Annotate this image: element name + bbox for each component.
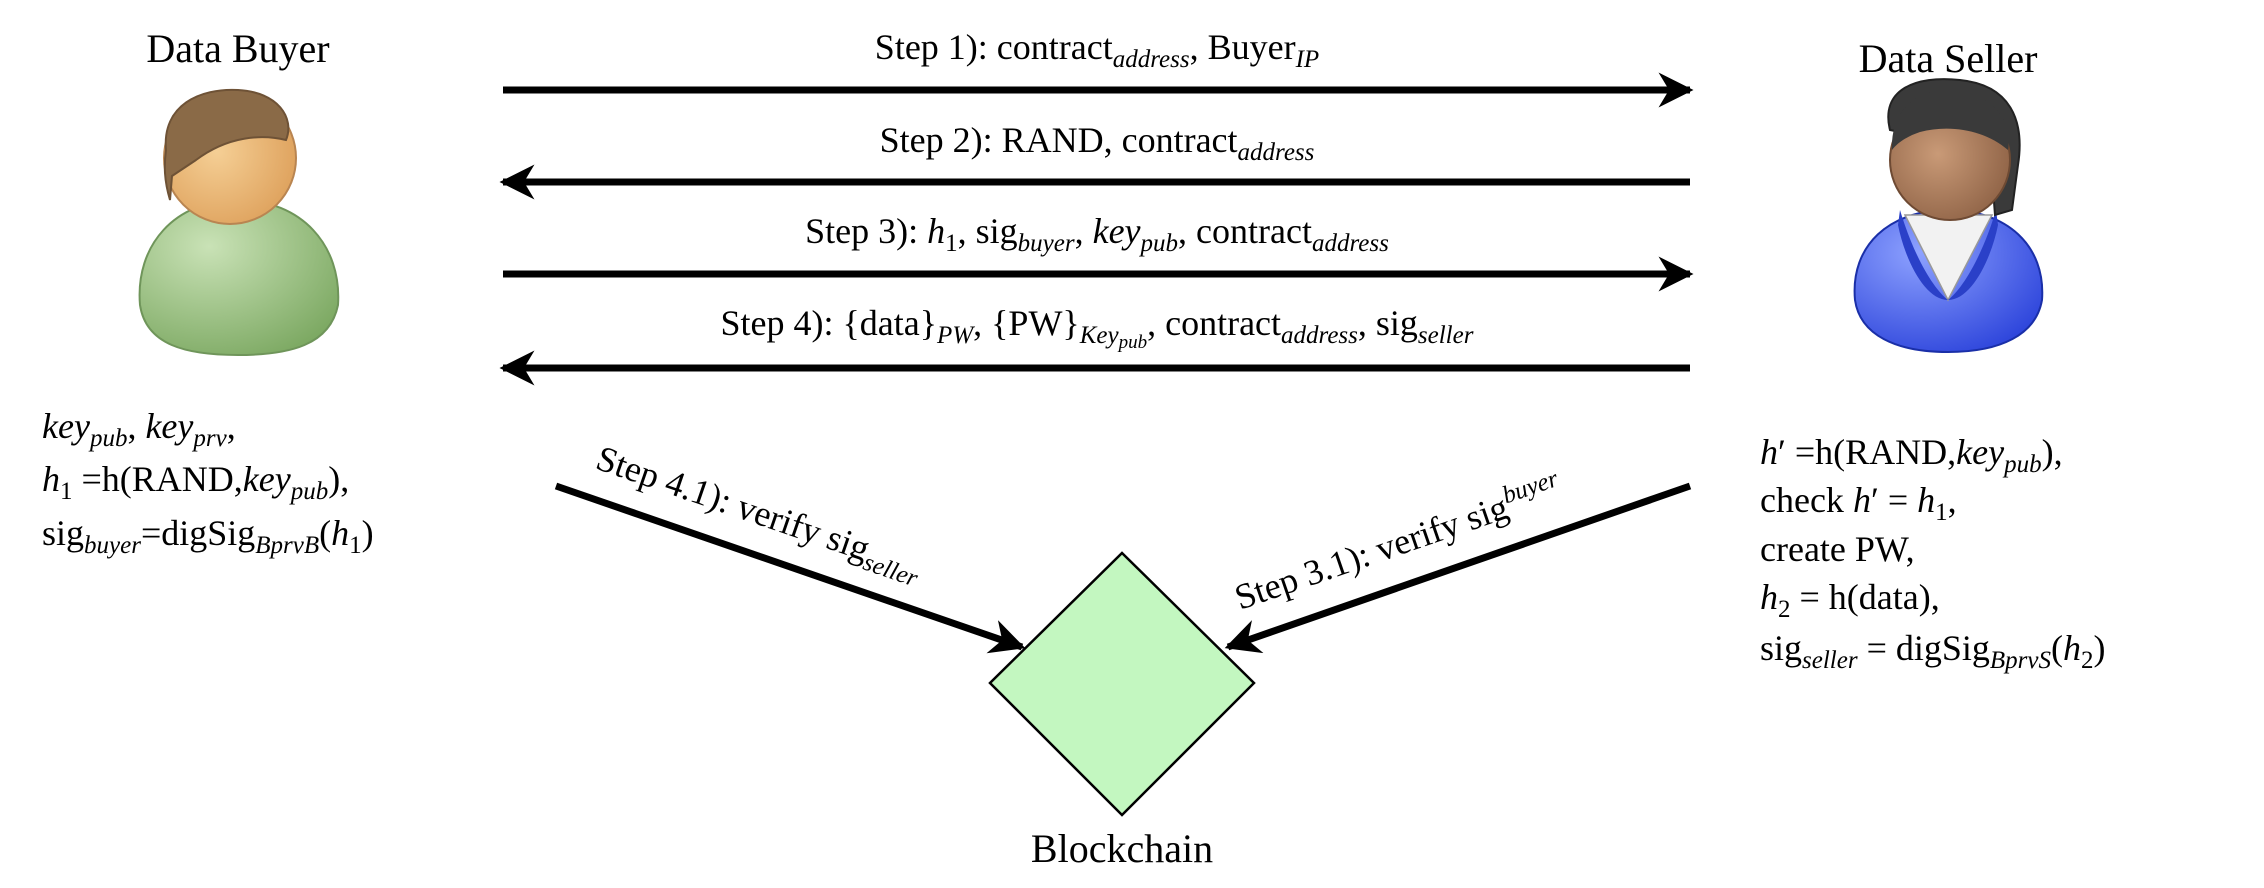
step2-label: Step 2): RAND, contractaddress — [880, 120, 1315, 166]
step3-1-arrow — [1224, 482, 1692, 654]
seller-note-check: check h′ = h1, — [1760, 480, 1957, 526]
blockchain-label: Blockchain — [1031, 826, 1213, 871]
step4-1-arrow — [554, 482, 1026, 654]
step3-1-label: Step 3.1): verify sigbuyer — [1229, 465, 1567, 617]
seller-note-signature: sigseller = digSigBprvS(h2) — [1760, 628, 2106, 674]
user-male-green-icon — [138, 88, 340, 357]
data-seller-label: Data Seller — [1859, 36, 2038, 81]
buyer-notes: keypub, keyprv, h1 =h(RAND,keypub), sigb… — [42, 406, 374, 559]
user-female-blue-icon — [1853, 78, 2044, 354]
data-buyer-label: Data Buyer — [146, 26, 329, 71]
blockchain-diamond-icon — [988, 551, 1256, 817]
buyer-note-keys: keypub, keyprv, — [42, 406, 236, 452]
seller-notes: h′ =h(RAND,keypub), check h′ = h1, creat… — [1760, 432, 2106, 674]
step3-label: Step 3): h1, sigbuyer, keypub, contracta… — [805, 211, 1389, 257]
step1-label: Step 1): contractaddress, BuyerIP — [875, 27, 1319, 73]
buyer-note-hash: h1 =h(RAND,keypub), — [42, 459, 349, 505]
seller-note-hash: h′ =h(RAND,keypub), — [1760, 432, 2063, 478]
buyer-note-signature: sigbuyer=digSigBprvB(h1) — [42, 513, 374, 559]
seller-note-create-pw: create PW, — [1760, 529, 1915, 569]
step4-label: Step 4): {data}PW, {PW}Keypub, contracta… — [721, 303, 1474, 353]
seller-note-data-hash: h2 = h(data), — [1760, 577, 1940, 623]
